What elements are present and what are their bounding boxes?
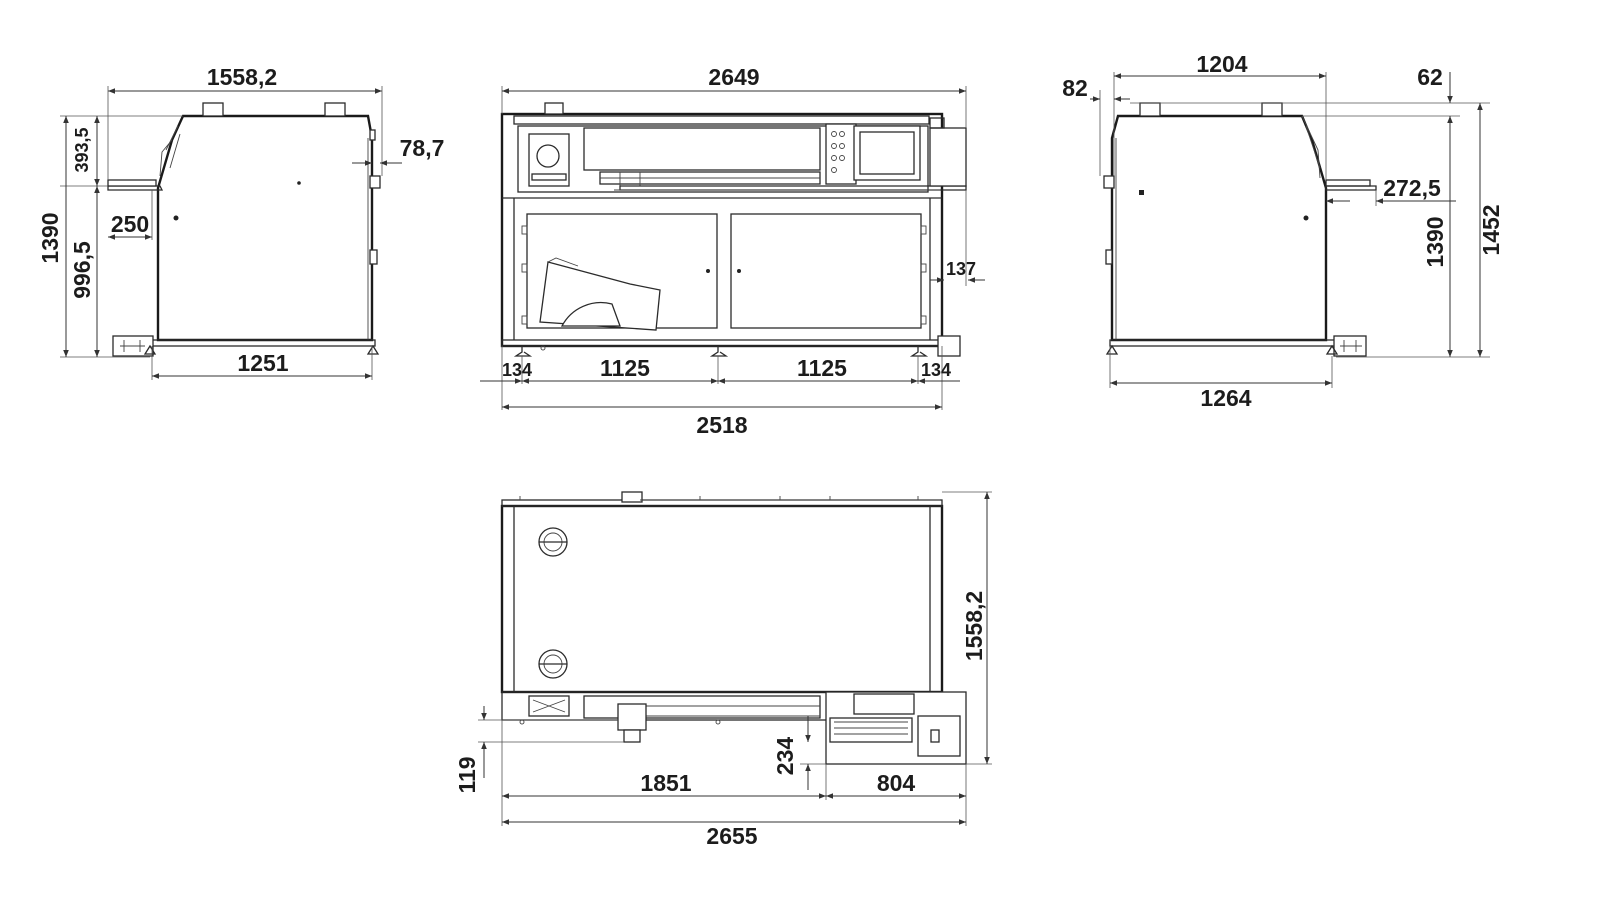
dim-top-left-offset: 119 xyxy=(454,756,480,793)
side-right-body xyxy=(1110,114,1328,342)
front-blade-guard xyxy=(539,257,661,331)
dim-top-overall-length: 2655 xyxy=(706,823,757,849)
side-left-knob xyxy=(324,102,346,117)
side-view-left: 1558,2 1390 393,5 996,5 250 78,7 1251 xyxy=(37,64,444,380)
dim-front-base-width: 2518 xyxy=(696,412,747,438)
top-view: 1558,2 119 234 1851 804 2655 xyxy=(454,491,992,849)
dim-side-left-top: 393,5 xyxy=(72,127,92,172)
dim-side-right-shelf: 272,5 xyxy=(1383,175,1441,201)
dim-front-left-span: 1125 xyxy=(600,355,650,381)
dim-front-width: 2649 xyxy=(708,64,759,90)
dim-front-right-span: 1125 xyxy=(797,355,847,381)
dim-side-right-width: 1204 xyxy=(1196,51,1247,77)
side-view-right: 1204 82 62 1390 1452 272,5 1264 xyxy=(1062,51,1504,411)
dim-top-depth: 1558,2 xyxy=(961,591,987,661)
dim-side-left-depth: 1558,2 xyxy=(207,64,277,90)
dim-top-right-offset: 234 xyxy=(772,737,798,776)
dim-top-extension: 804 xyxy=(877,770,916,796)
dim-side-right-left-offset: 82 xyxy=(1062,75,1088,101)
front-control-buttons xyxy=(825,123,857,185)
front-door-right[interactable] xyxy=(730,213,922,329)
dim-side-right-height: 1390 xyxy=(1422,216,1448,267)
dim-side-right-right-offset: 62 xyxy=(1417,64,1443,90)
dim-front-left-margin: 134 xyxy=(502,360,532,380)
dim-side-left-height: 1390 xyxy=(37,212,63,263)
top-cap xyxy=(538,527,568,557)
top-body xyxy=(500,504,944,694)
side-left-body xyxy=(156,114,374,342)
dim-side-left-shelf: 250 xyxy=(111,211,149,237)
front-screen xyxy=(853,125,921,181)
dim-top-length: 1851 xyxy=(640,770,691,796)
dim-side-right-base: 1264 xyxy=(1200,385,1251,411)
top-cap xyxy=(538,649,568,679)
dim-side-right-total: 1452 xyxy=(1478,204,1504,255)
dim-front-side-offset: 137 xyxy=(946,259,976,279)
dim-side-left-base: 1251 xyxy=(237,350,288,376)
front-pump xyxy=(528,133,570,187)
side-left-knob xyxy=(202,102,224,117)
dim-side-left-offset: 78,7 xyxy=(400,135,445,161)
dim-side-left-lower: 996,5 xyxy=(69,241,95,299)
front-view: 2649 137 134 1125 1125 134 2518 xyxy=(480,64,985,438)
dim-front-right-margin: 134 xyxy=(921,360,951,380)
